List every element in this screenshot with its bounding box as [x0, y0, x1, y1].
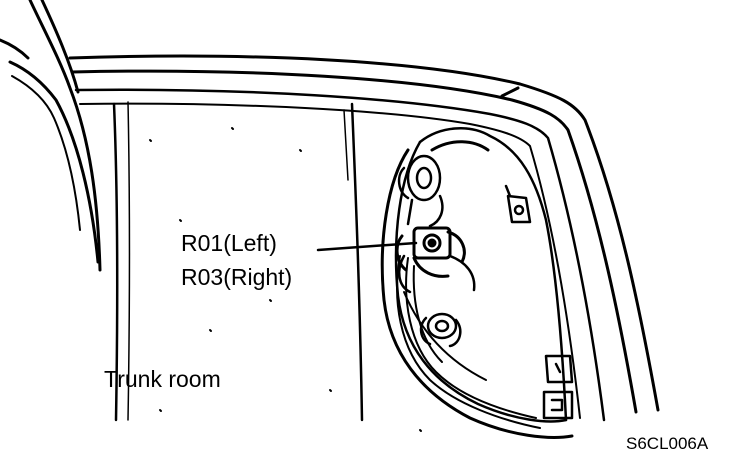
- trunk-opening-top-rail: [68, 54, 660, 422]
- mounting-bracket-lower: [542, 354, 574, 420]
- mounting-bracket-upper: [504, 184, 532, 224]
- trim-panel-edges: [112, 101, 364, 422]
- connector-cluster: [395, 226, 476, 294]
- left-pillar: [0, 0, 102, 272]
- wiring-harness: [396, 255, 541, 429]
- upper-bulb-socket: [397, 154, 444, 228]
- callout-label-right: R03(Right): [181, 264, 293, 290]
- trunk-wall-texture: [149, 127, 422, 432]
- callout-leader-line: [316, 241, 418, 252]
- callout-label-left: R01(Left): [181, 230, 277, 256]
- figure-code: S6CL006A: [626, 434, 709, 453]
- lower-bulb-socket: [419, 312, 462, 348]
- rear-lamp-housing: [380, 127, 574, 439]
- trunk-room-label: Trunk room: [104, 366, 221, 392]
